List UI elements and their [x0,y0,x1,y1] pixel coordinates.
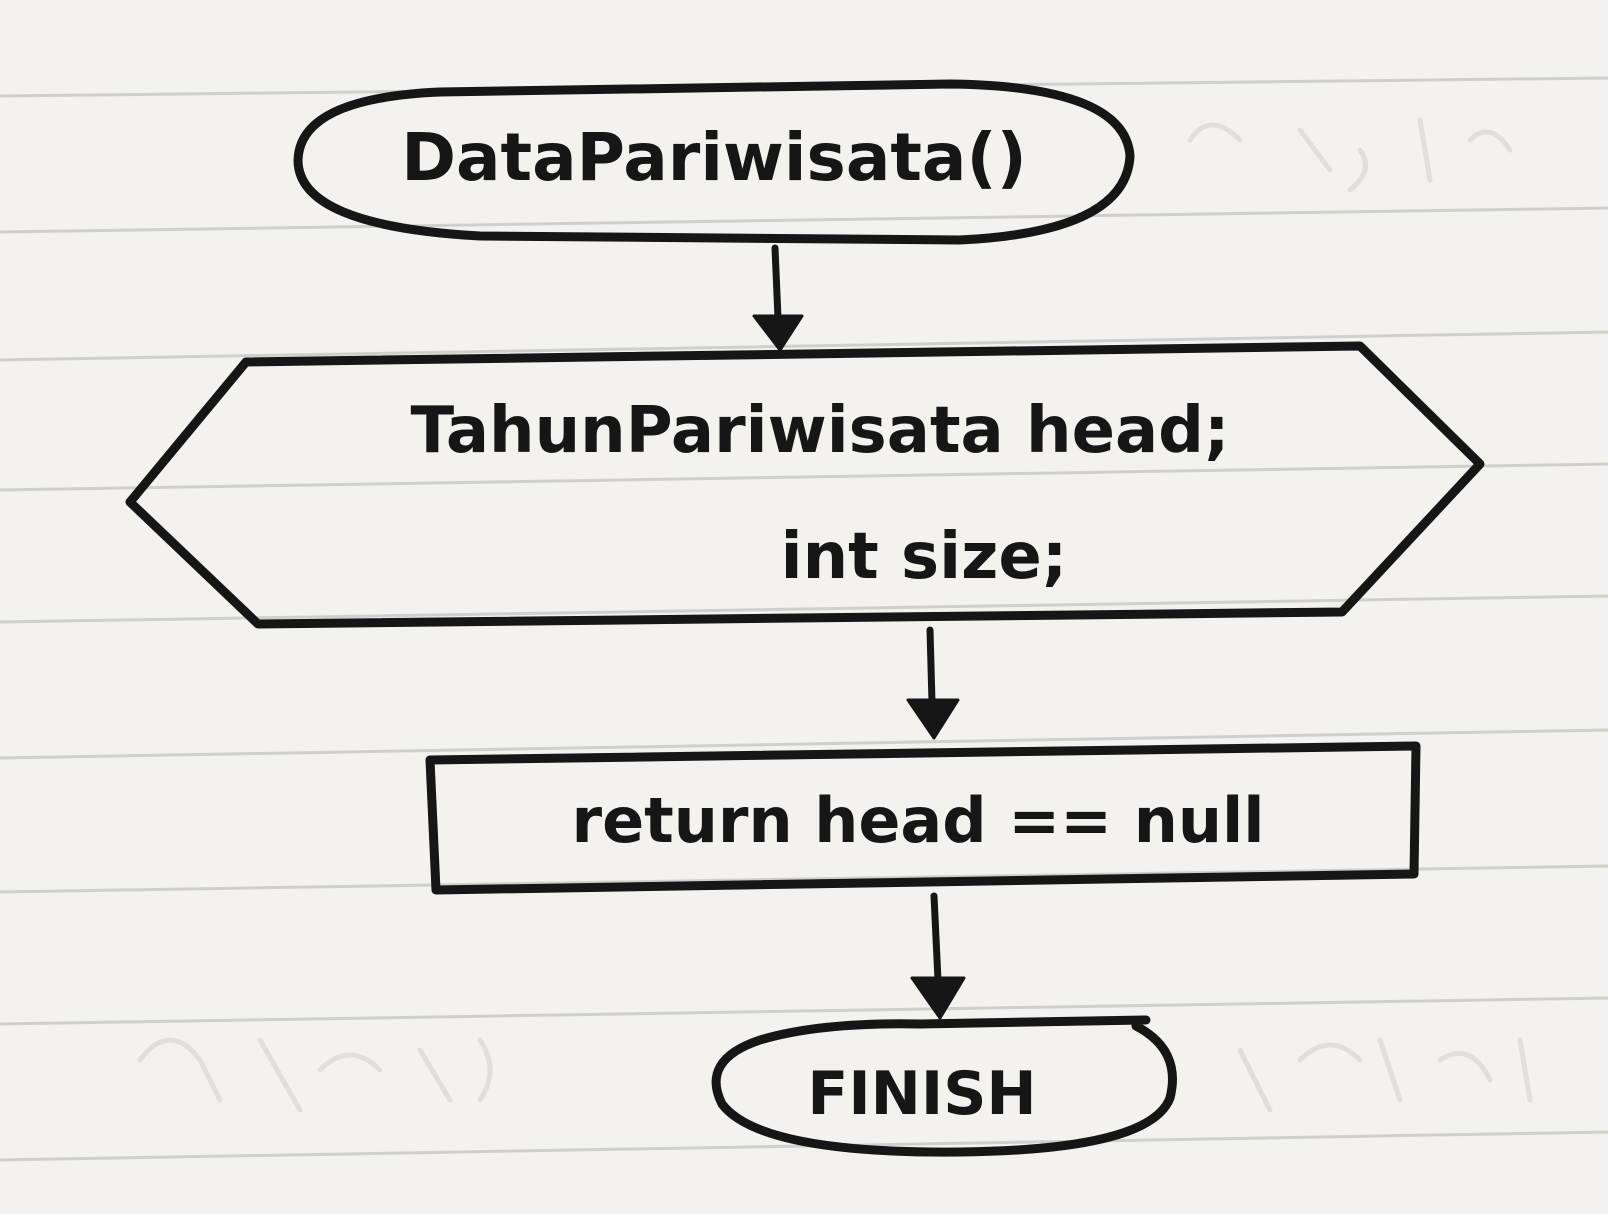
start-terminator-shape [293,79,1135,245]
end-label: FINISH [807,1059,1036,1129]
arrowhead-icon [906,698,960,740]
flowchart-edge-process-to-end [910,892,966,1020]
flowchart-edge-start-to-declare [752,244,804,352]
declare-line-2: int size; [781,520,1068,594]
arrowhead-icon [752,314,804,352]
edge-line [926,626,936,706]
flowchart-node-process: return head == null [425,741,1421,895]
process-rectangle-shape [425,741,1421,895]
arrowhead-icon [910,976,966,1020]
flowchart-node-declare: TahunPariwisata head; int size; [125,341,1485,629]
end-terminator-shape [711,1015,1177,1157]
declare-line-1: TahunPariwisata head; [410,394,1229,468]
flowchart-node-start: DataPariwisata() [293,79,1135,245]
edge-line [930,892,942,984]
process-label: return head == null [572,784,1265,857]
start-label: DataPariwisata() [401,119,1027,196]
declare-preparation-shape [125,341,1485,629]
flowchart-edge-declare-to-process [906,626,960,740]
flowchart-node-end: FINISH [711,1015,1177,1157]
bleed-through-marks [137,117,1533,1113]
edge-line [771,244,782,322]
